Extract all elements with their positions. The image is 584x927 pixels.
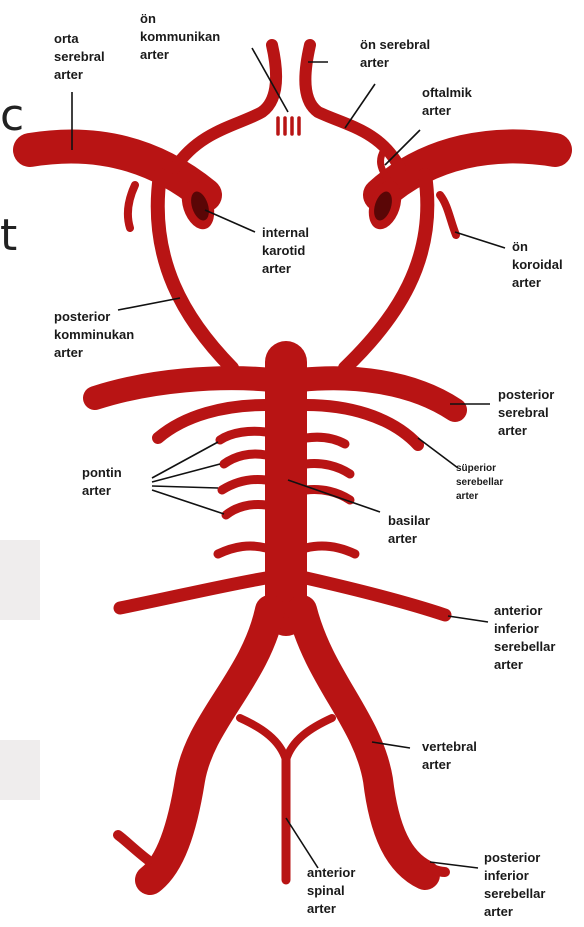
left-vertebral-artery bbox=[150, 610, 270, 880]
left-pontine-artery-4 bbox=[226, 504, 266, 515]
label-internal-karotid-arter: internal karotid arter bbox=[262, 224, 309, 278]
label-on-serebral-arter: ön serebral arter bbox=[360, 36, 430, 72]
anterior-spinal-artery-left-root bbox=[240, 718, 286, 760]
label-orta-serebral-arter: orta serebral arter bbox=[54, 30, 105, 84]
label-pontin-arter: pontin arter bbox=[82, 464, 122, 500]
leader-anterior-spinal bbox=[286, 818, 318, 868]
left-lower-pontine-branch bbox=[218, 546, 266, 554]
anterior-spinal-artery-right-root bbox=[286, 718, 332, 760]
label-vertebral-arter: vertebral arter bbox=[422, 738, 477, 774]
right-vertebral-artery bbox=[302, 610, 425, 875]
left-posterior-inferior-cerebellar-artery bbox=[118, 835, 148, 860]
label-on-kommunikan-arter: ön kommunikan arter bbox=[140, 10, 220, 64]
background-fragment-c: c bbox=[0, 94, 24, 138]
right-pontine-artery-1 bbox=[306, 437, 345, 444]
leader-superior-serebellar bbox=[418, 438, 458, 468]
left-pontine-artery-3 bbox=[222, 479, 266, 490]
right-middle-cerebral-artery bbox=[380, 146, 555, 195]
label-anterior-spinal-arter: anterior spinal arter bbox=[307, 864, 355, 918]
leader-pontin-3 bbox=[152, 486, 218, 488]
label-superior-serebellar-arter: süperior serebellar arter bbox=[456, 462, 503, 504]
right-lower-pontine-branch bbox=[306, 546, 355, 554]
label-posterior-serebral-arter: posterior serebral arter bbox=[498, 386, 554, 440]
leader-pontin-4 bbox=[152, 490, 224, 514]
left-pontine-artery-1 bbox=[220, 431, 266, 440]
anterior-communicating-artery bbox=[278, 118, 299, 134]
label-anterior-inferior-serebellar-arter: anterior inferior serebellar arter bbox=[494, 602, 555, 674]
label-basilar-arter: basilar arter bbox=[388, 512, 430, 548]
background-fragments bbox=[0, 540, 40, 800]
leader-on-koroidal bbox=[455, 232, 505, 248]
leader-anterior-inferior-serebellar bbox=[448, 616, 488, 622]
right-anterior-inferior-cerebellar-artery bbox=[306, 578, 445, 615]
left-anterior-inferior-cerebellar-artery bbox=[120, 578, 266, 608]
right-anterior-choroidal-artery bbox=[440, 195, 456, 235]
background-fragment-t: t bbox=[0, 214, 17, 258]
right-pontine-artery-2 bbox=[306, 463, 350, 474]
left-anterior-choroidal-artery bbox=[128, 185, 135, 228]
leader-oftalmik bbox=[345, 84, 375, 128]
left-pontine-artery-2 bbox=[224, 454, 266, 464]
label-oftalmik-arter: oftalmik arter bbox=[422, 84, 472, 120]
left-posterior-cerebral-artery bbox=[95, 378, 272, 398]
label-posterior-inferior-serebellar-arter: posterior inferior serebellar arter bbox=[484, 849, 545, 921]
label-posterior-komminukan-arter: posterior komminukan arter bbox=[54, 308, 134, 362]
label-on-koroidal-arter: ön koroidal arter bbox=[512, 238, 563, 292]
